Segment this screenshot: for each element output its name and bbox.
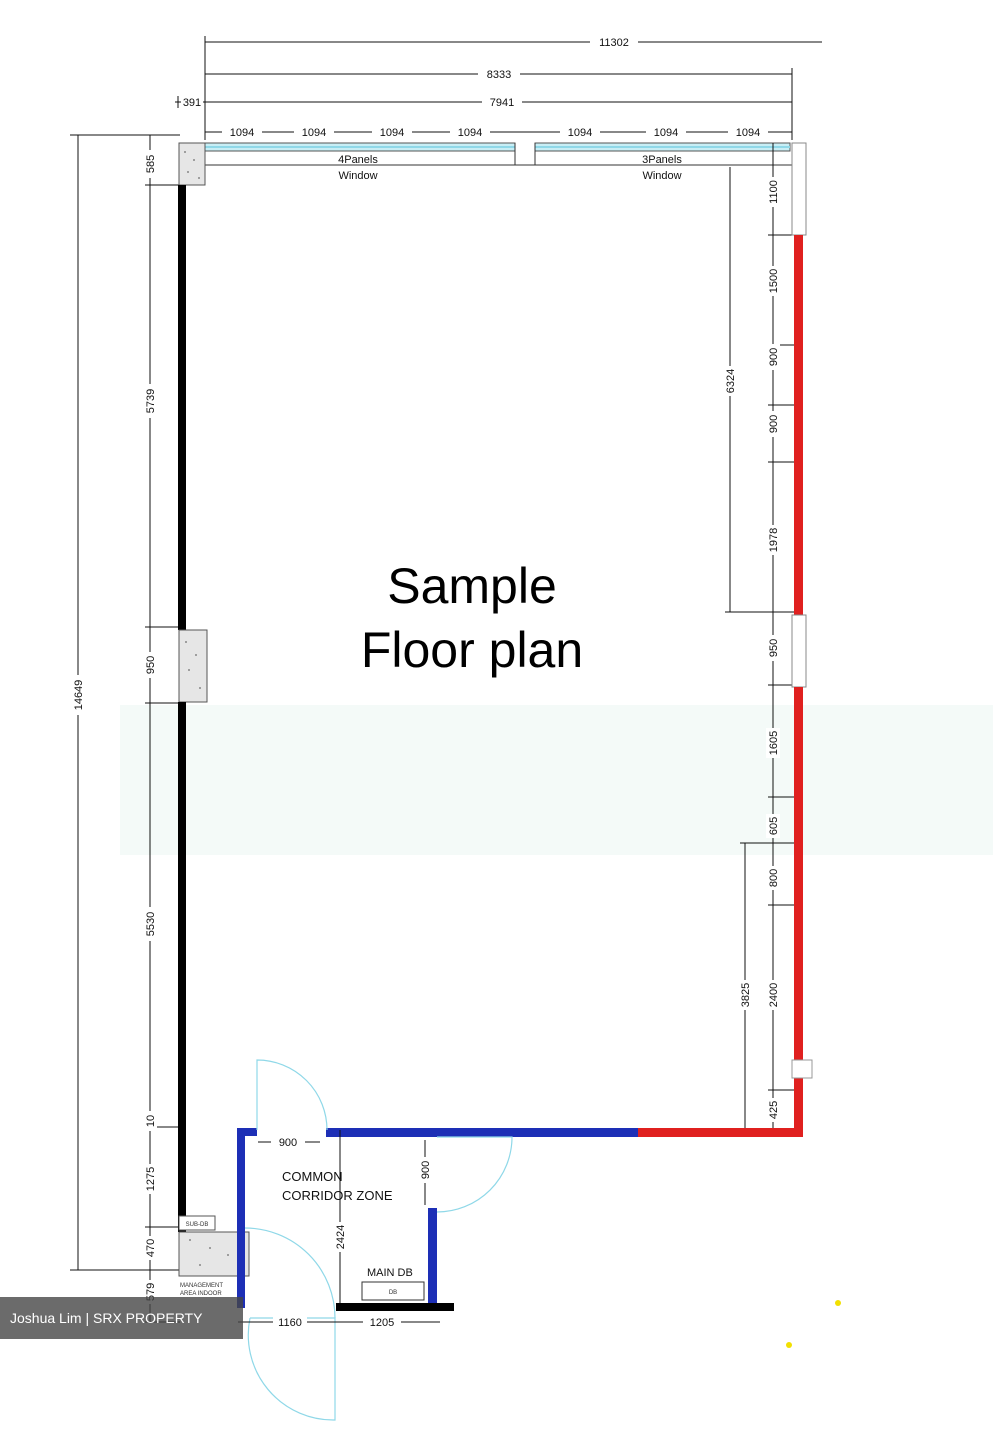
window-3-line1: 3Panels (642, 154, 682, 166)
doors (244, 1059, 513, 1421)
watermark-text: Joshua Lim | SRX PROPERTY (10, 1310, 203, 1326)
dim-1100: 1100 (768, 180, 780, 204)
window-strip (204, 142, 795, 166)
dim-14649: 14649 (73, 680, 85, 711)
dim-900-corridor: 900 (279, 1137, 297, 1149)
dim-panel-5: 1094 (568, 127, 592, 139)
dim-579: 579 (145, 1283, 157, 1301)
right-wall (791, 142, 813, 1137)
corridor-zone-line1: COMMON (282, 1169, 343, 1184)
dim-panel-4: 1094 (458, 127, 482, 139)
dim-605: 605 (768, 817, 780, 835)
dim-1205: 1205 (370, 1317, 394, 1329)
dim-2400: 2400 (768, 983, 780, 1007)
dim-panel-6: 1094 (654, 127, 678, 139)
dim-585: 585 (145, 155, 157, 173)
dim-391: 391 (183, 97, 201, 109)
dim-panel-7: 1094 (736, 127, 760, 139)
dim-950-right: 950 (768, 639, 780, 657)
dim-panel-3: 1094 (380, 127, 404, 139)
right-dimensions (725, 143, 795, 1134)
dim-11302: 11302 (599, 37, 629, 49)
dim-10: 10 (145, 1115, 157, 1127)
main-db-label: MAIN DB (367, 1267, 413, 1279)
plan-title-line2: Floor plan (361, 622, 583, 678)
window-3-line2: Window (642, 170, 681, 182)
yellow-dot (835, 1300, 841, 1306)
dim-5530: 5530 (145, 912, 157, 936)
yellow-dot (786, 1342, 792, 1348)
dim-panel-1: 1094 (230, 127, 254, 139)
db-label: DB (389, 1290, 397, 1296)
dim-panel-2: 1094 (302, 127, 326, 139)
dim-2424: 2424 (335, 1225, 347, 1249)
dim-1605: 1605 (768, 731, 780, 755)
dim-6324: 6324 (725, 369, 737, 393)
dim-800: 800 (768, 869, 780, 887)
dim-8333: 8333 (487, 69, 511, 81)
watermark: Joshua Lim | SRX PROPERTY (0, 1297, 243, 1339)
dim-425: 425 (768, 1101, 780, 1119)
top-dimensions (175, 36, 822, 140)
dim-7941: 7941 (490, 97, 514, 109)
window-4-line1: 4Panels (338, 154, 378, 166)
plan-title-line1: Sample (387, 558, 557, 614)
dim-1160: 1160 (278, 1317, 302, 1329)
main-db (361, 1281, 425, 1301)
dim-900-door: 900 (420, 1161, 432, 1179)
sub-db-label: SUB-DB (186, 1222, 209, 1228)
dim-5739: 5739 (145, 389, 157, 413)
window-4-line2: Window (338, 170, 377, 182)
corridor-zone-line2: CORRIDOR ZONE (282, 1188, 393, 1203)
dim-900-r2: 900 (768, 415, 780, 433)
bottom-walls (237, 1128, 803, 1311)
dim-1275: 1275 (145, 1167, 157, 1191)
management-line1: MANAGEMENT (180, 1283, 223, 1289)
dim-900-r1: 900 (768, 348, 780, 366)
faint-band (120, 705, 993, 855)
dim-950-left: 950 (145, 656, 157, 674)
dim-1978: 1978 (768, 528, 780, 552)
dim-3825: 3825 (740, 983, 752, 1007)
management-line2: AREA INDOOR (180, 1291, 222, 1297)
dim-1500: 1500 (768, 269, 780, 293)
dim-470: 470 (145, 1239, 157, 1257)
